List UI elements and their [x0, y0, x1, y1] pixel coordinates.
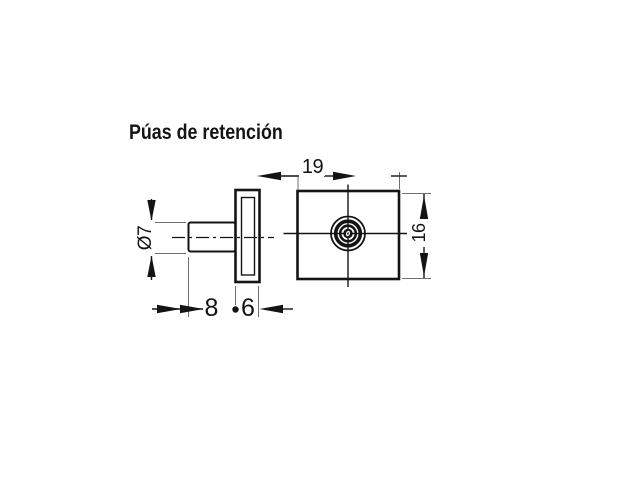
page-title: Púas de retención	[129, 121, 283, 144]
arrow-left-icon	[259, 304, 283, 314]
arrow-up-icon	[419, 195, 429, 219]
dim-label-plate-thickness: 6	[240, 294, 256, 322]
dim-plate-width	[257, 171, 407, 190]
dim-label-plate-width: 19	[300, 156, 325, 178]
arrow-down-icon	[147, 200, 156, 221]
arrow-right-icon	[333, 171, 356, 181]
front-view	[283, 184, 407, 287]
head-plate-outer	[234, 188, 261, 284]
arrow-right-icon	[180, 304, 204, 314]
side-view	[172, 188, 274, 284]
dim-pin-length-and-plate-thickness	[152, 257, 293, 317]
arrow-up-icon	[147, 255, 156, 277]
head-plate-inner	[240, 196, 256, 276]
pin-center-core	[347, 232, 349, 235]
arrow-left-icon	[257, 171, 281, 181]
dot-terminator	[232, 306, 239, 313]
dim-label-pin-diameter: Ø7	[135, 220, 156, 256]
arrow-down-icon	[419, 253, 429, 277]
arrow-right-icon	[157, 304, 181, 314]
dim-label-pin-length: 8	[203, 294, 220, 322]
dim-label-plate-height: 16	[409, 219, 429, 247]
